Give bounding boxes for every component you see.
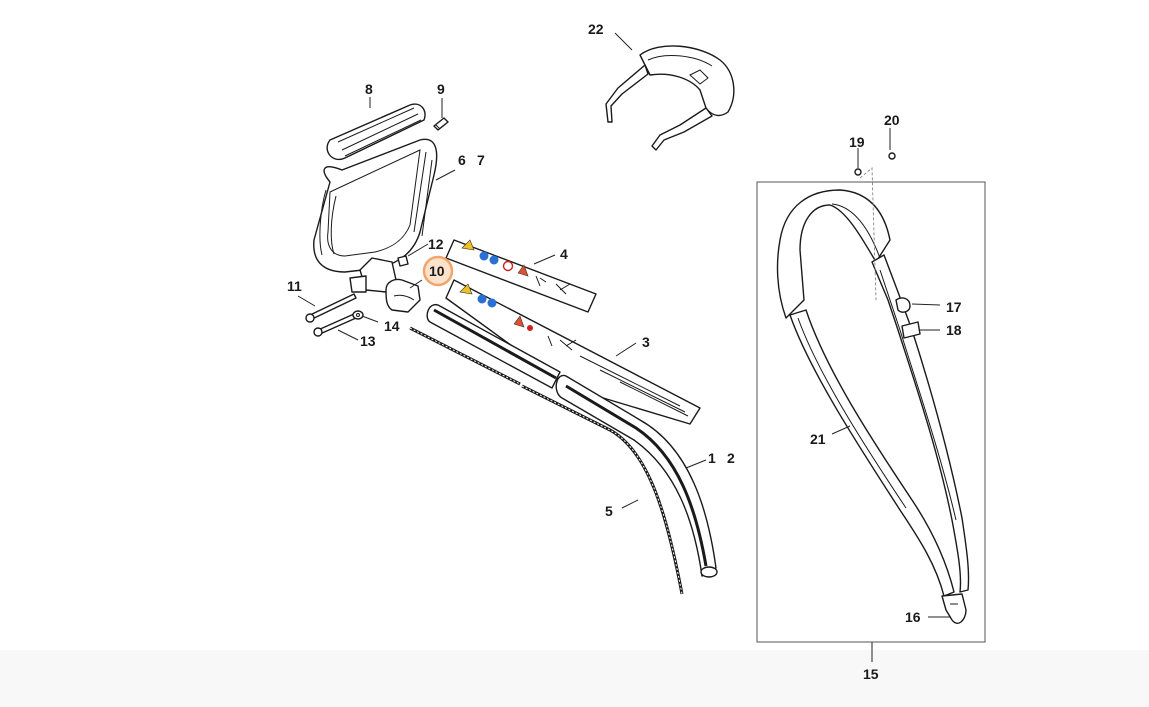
part-label-4: 4	[560, 246, 568, 262]
part-label-15: 15	[863, 666, 879, 682]
screw-9-drawing	[433, 117, 449, 131]
nut-12-drawing	[397, 255, 409, 267]
part-label-10[interactable]: 10	[429, 263, 445, 279]
warning-decal-3-drawing	[445, 279, 701, 425]
part-label-7: 7	[477, 152, 485, 168]
clamp-10-drawing	[385, 278, 421, 313]
part-label-5: 5	[605, 503, 613, 519]
part-label-8: 8	[365, 81, 373, 97]
part-label-19: 19	[849, 134, 865, 150]
part-label-12: 12	[428, 236, 444, 252]
screws-11-13-drawing	[305, 293, 364, 337]
highlight-marker-10	[422, 255, 454, 287]
part-label-1: 1	[708, 450, 716, 466]
part-label-21: 21	[810, 431, 826, 447]
part-label-18: 18	[946, 322, 962, 338]
part-label-17: 17	[946, 299, 962, 315]
part-label-22: 22	[588, 21, 604, 37]
leader-lines	[297, 32, 950, 662]
part-label-9: 9	[437, 81, 445, 97]
part-label-13: 13	[360, 333, 376, 349]
shaft-tube-drawing	[426, 304, 718, 578]
drive-shaft-drawing	[409, 326, 684, 595]
warning-decal-4-drawing	[445, 239, 597, 313]
part-label-20: 20	[884, 112, 900, 128]
loop-handle-drawing	[313, 103, 438, 293]
part-label-14: 14	[384, 318, 400, 334]
part-label-3: 3	[642, 334, 650, 350]
part-label-11: 11	[287, 278, 302, 294]
part-label-16: 16	[905, 609, 921, 625]
part-label-6: 6	[458, 152, 466, 168]
harness-set-drawing	[756, 152, 986, 643]
safety-glasses-drawing	[605, 45, 735, 151]
bottom-band	[0, 650, 1149, 707]
part-label-2: 2	[727, 450, 735, 466]
